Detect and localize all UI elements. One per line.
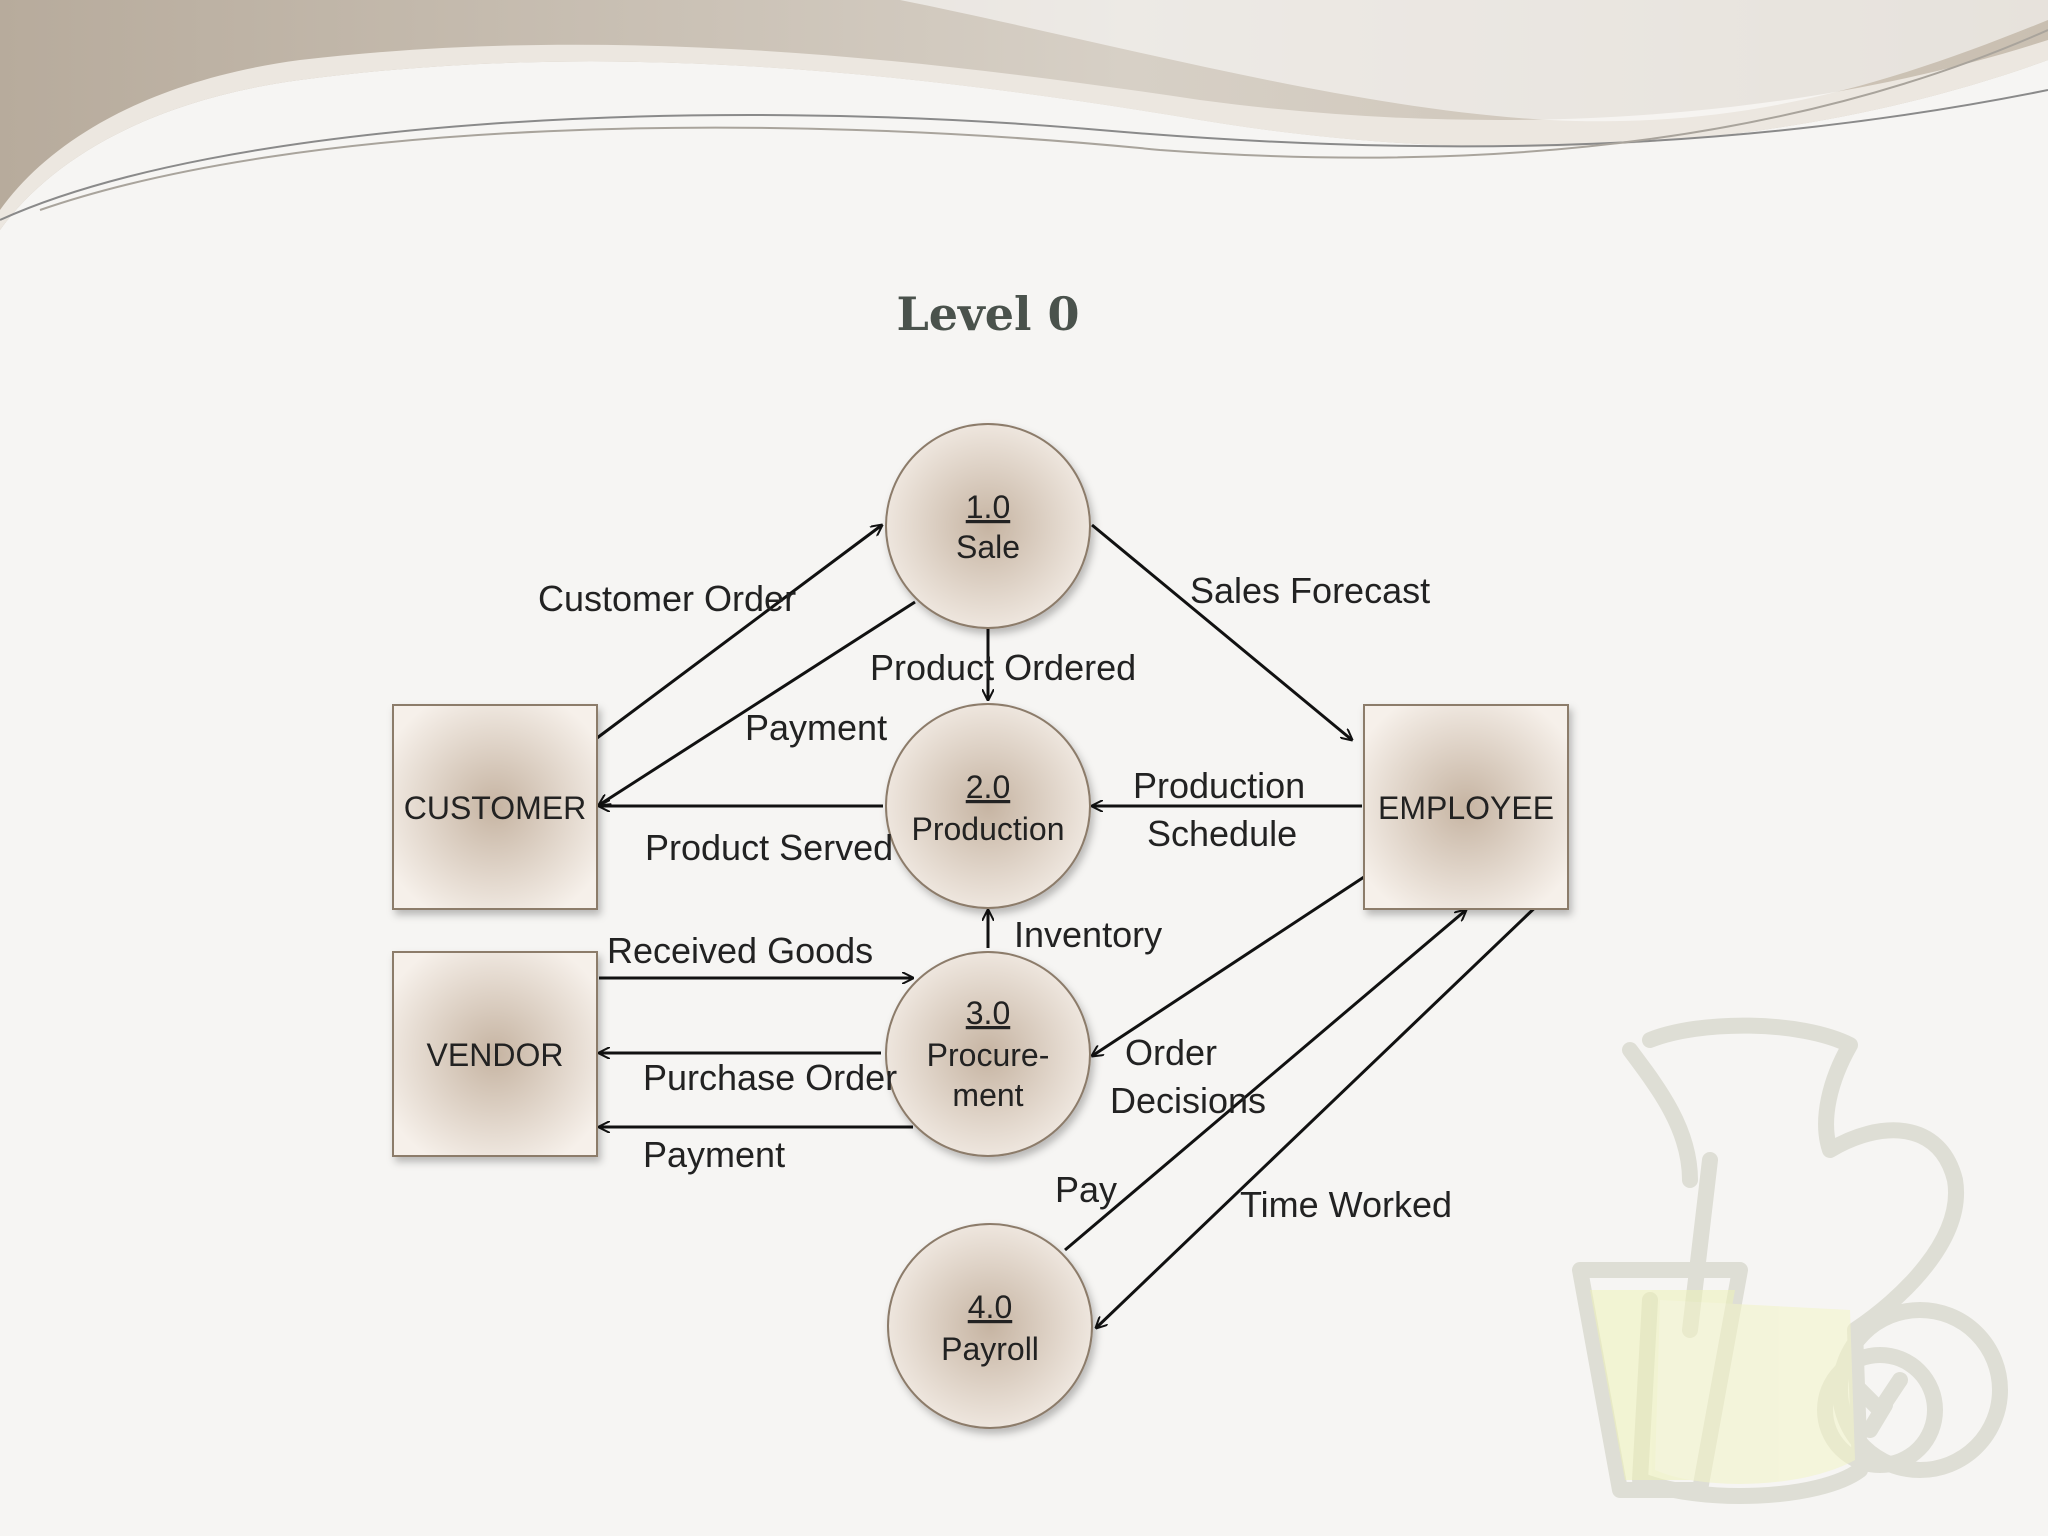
label-production-schedule-line2: Schedule [1147, 813, 1297, 854]
process-sale-id: 1.0 [966, 489, 1010, 525]
label-order-decisions-line2: Decisions [1110, 1080, 1266, 1121]
label-time-worked: Time Worked [1240, 1184, 1452, 1225]
process-procurement-id: 3.0 [966, 995, 1010, 1031]
process-payroll-name: Payroll [941, 1331, 1039, 1367]
process-production: 2.0 Production [885, 703, 1091, 909]
label-product-served: Product Served [645, 827, 893, 868]
process-payroll-id: 4.0 [968, 1289, 1012, 1325]
label-customer-order: Customer Order [538, 578, 796, 619]
process-payroll: 4.0 Payroll [887, 1223, 1093, 1429]
label-payment-customer: Payment [745, 707, 887, 748]
flow-pay [1064, 910, 1466, 1252]
flow-labels: Customer Order Payment Sales Forecast Pr… [538, 570, 1452, 1225]
flow-time-worked [1096, 896, 1547, 1328]
process-procurement-name-line1: Procure- [927, 1037, 1050, 1073]
process-production-id: 2.0 [966, 769, 1010, 805]
entity-vendor: VENDOR [392, 951, 598, 1157]
entity-employee-label: EMPLOYEE [1378, 790, 1554, 826]
process-sale-name: Sale [956, 529, 1020, 565]
entity-customer-label: CUSTOMER [404, 790, 587, 826]
label-sales-forecast: Sales Forecast [1190, 570, 1430, 611]
label-production-schedule-line1: Production [1133, 765, 1305, 806]
flow-order-decisions [1092, 875, 1365, 1056]
process-production-name: Production [912, 811, 1065, 847]
entity-employee: EMPLOYEE [1363, 704, 1569, 910]
data-flows [596, 523, 1547, 1328]
label-received-goods: Received Goods [607, 930, 873, 971]
label-payment-vendor: Payment [643, 1134, 785, 1175]
entity-customer: CUSTOMER [392, 704, 598, 910]
label-pay: Pay [1055, 1169, 1117, 1210]
process-procurement-name-line2: ment [952, 1077, 1023, 1113]
label-order-decisions-line1: Order [1125, 1032, 1217, 1073]
entity-vendor-label: VENDOR [427, 1037, 564, 1073]
label-product-ordered: Product Ordered [870, 647, 1136, 688]
flow-payment-customer [599, 600, 916, 805]
header-wave-decoration [0, 0, 2048, 230]
label-inventory: Inventory [1014, 914, 1162, 955]
flow-sales-forecast [1091, 523, 1352, 740]
flow-customer-order [596, 525, 882, 740]
process-sale: 1.0 Sale [885, 423, 1091, 629]
process-procurement: 3.0 Procure- ment [885, 951, 1091, 1157]
lemon-fill-decoration [1590, 1290, 1855, 1484]
page-title: Level 0 [896, 287, 1079, 341]
label-purchase-order: Purchase Order [643, 1057, 897, 1098]
